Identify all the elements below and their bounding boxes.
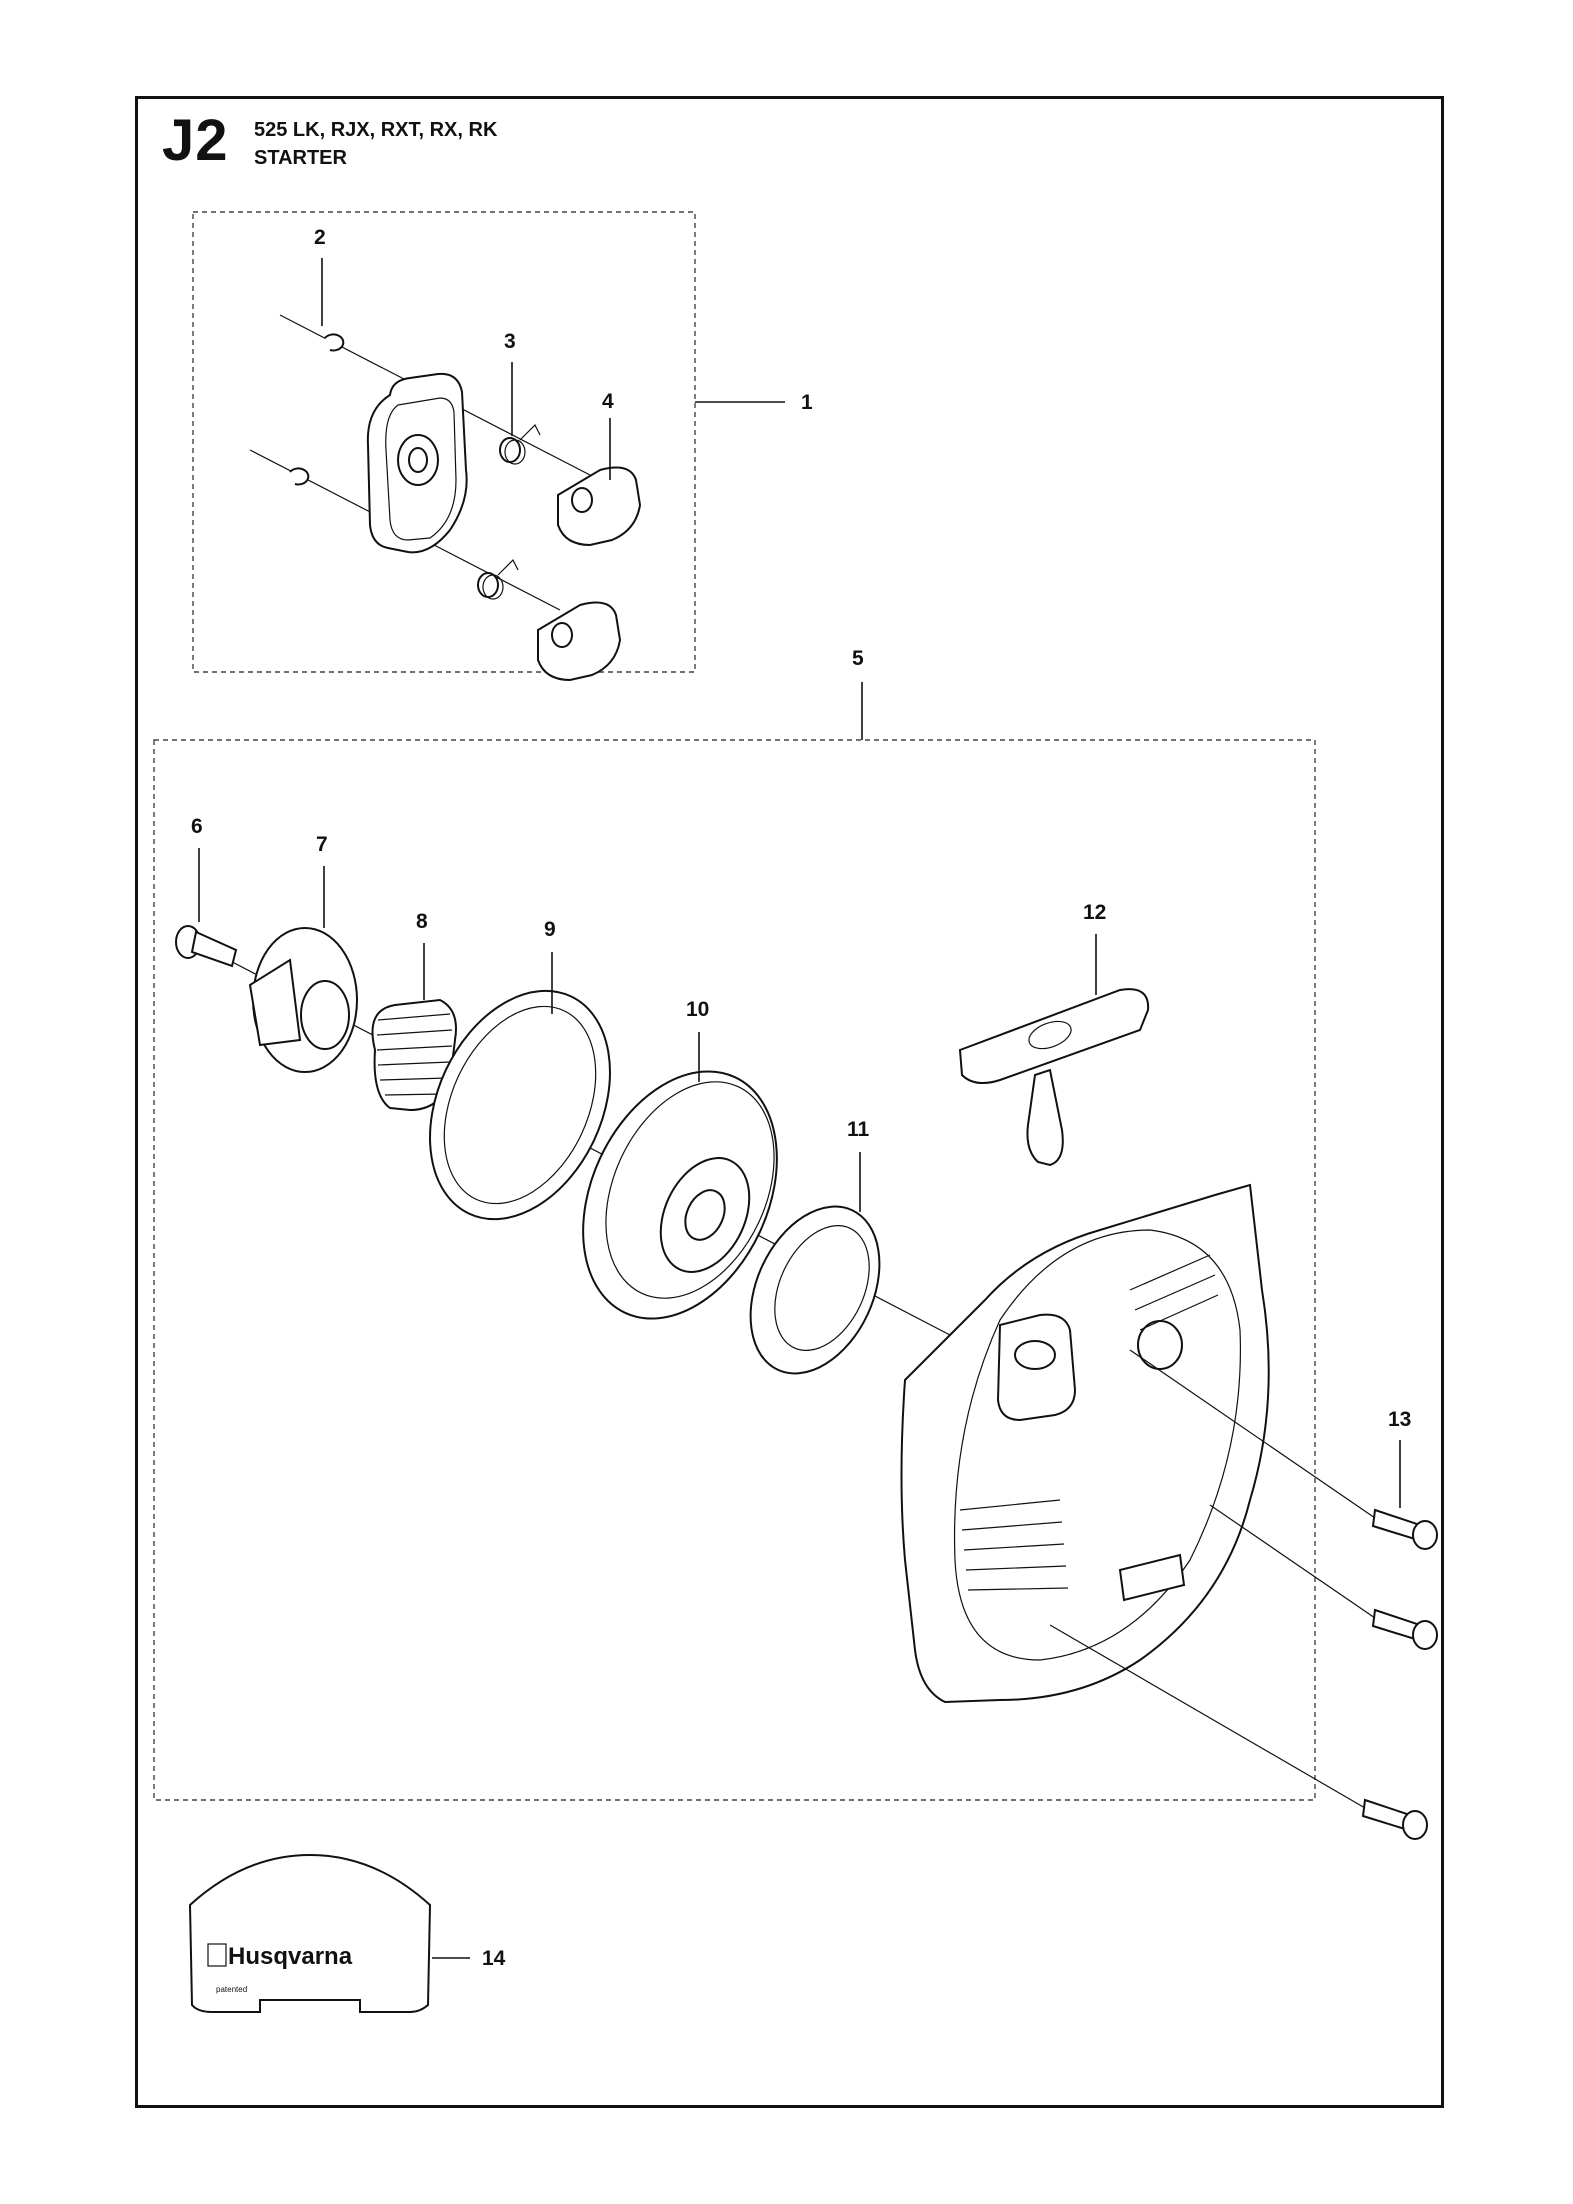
husqvarna-decal: Husqvarna patented [188,1853,432,2013]
housing-screw-2 [1371,1608,1438,1650]
recoil-spring [749,1205,881,1375]
callout-2: 2 [314,226,326,249]
pawl-lower [537,601,622,682]
model-list: 525 LK, RJX, RXT, RX, RK [254,119,498,141]
callout-12: 12 [1083,901,1106,924]
center-bolt [175,925,238,968]
assembly-title: STARTER [254,147,347,169]
circlip-upper [324,333,345,352]
callout-7: 7 [316,833,328,856]
callout-11: 11 [847,1118,870,1141]
starter-housing [900,1183,1270,1704]
husqvarna-logo-icon [207,1943,227,1967]
rope-ring [429,989,611,1221]
callout-13: 13 [1388,1408,1411,1431]
screw-axis-2 [1209,1504,1376,1619]
callout-6: 6 [191,815,203,838]
rope-pulley [582,1070,778,1320]
pawl-spring-lower [477,558,519,600]
housing-screw-3 [1361,1798,1428,1840]
callout-1: 1 [801,391,813,414]
housing-screw-1 [1371,1508,1438,1550]
screw-axis-3 [1049,1624,1366,1809]
screw-axis-1 [1129,1349,1376,1519]
diagram-code: J2 [162,108,229,173]
decal-brand-text: Husqvarna [228,1943,353,1970]
callout-8: 8 [416,910,428,933]
decal-small-text: patented [216,1985,247,1994]
pawl-upper [557,466,642,547]
callout-10: 10 [686,998,709,1021]
kit-group-1-box [192,211,696,673]
callout-9: 9 [544,918,556,941]
circlip-lower [289,467,310,486]
starter-handle [958,988,1150,1167]
page-frame [135,96,1444,2108]
callout-4: 4 [602,390,614,413]
callout-3: 3 [504,330,516,353]
pawl-plate [366,372,468,554]
pawl-spring-upper [499,423,541,465]
callout-5: 5 [852,647,864,670]
assembly-group-5-box [153,739,1316,1801]
callout-14: 14 [482,1947,506,1970]
spring-holder [248,927,358,1073]
